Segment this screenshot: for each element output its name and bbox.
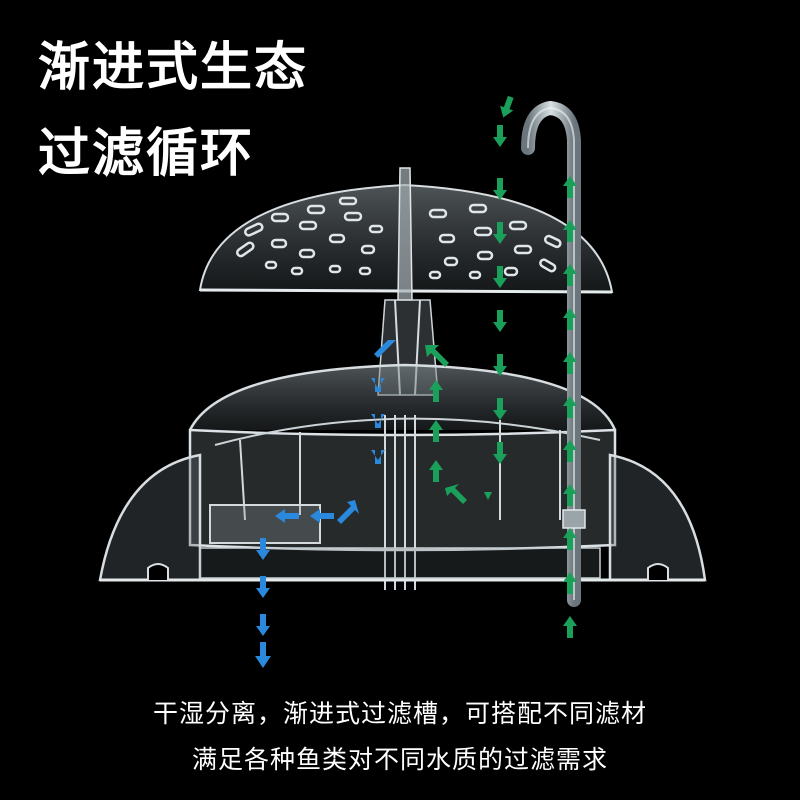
headline-line-2: 过滤循环 (38, 124, 255, 184)
green-flow-arrow (425, 95, 577, 638)
perforated-lid (198, 167, 614, 301)
tray-body (98, 363, 707, 590)
caption-line-1: 干湿分离，渐进式过滤槽，可搭配不同滤材 (152, 699, 647, 728)
inlet-tube (521, 100, 586, 607)
blue-flow-arrow (255, 340, 396, 668)
headline-line-1: 渐进式生态 (38, 38, 309, 98)
caption-line-2: 满足各种鱼类对不同水质的过滤需求 (191, 745, 608, 774)
